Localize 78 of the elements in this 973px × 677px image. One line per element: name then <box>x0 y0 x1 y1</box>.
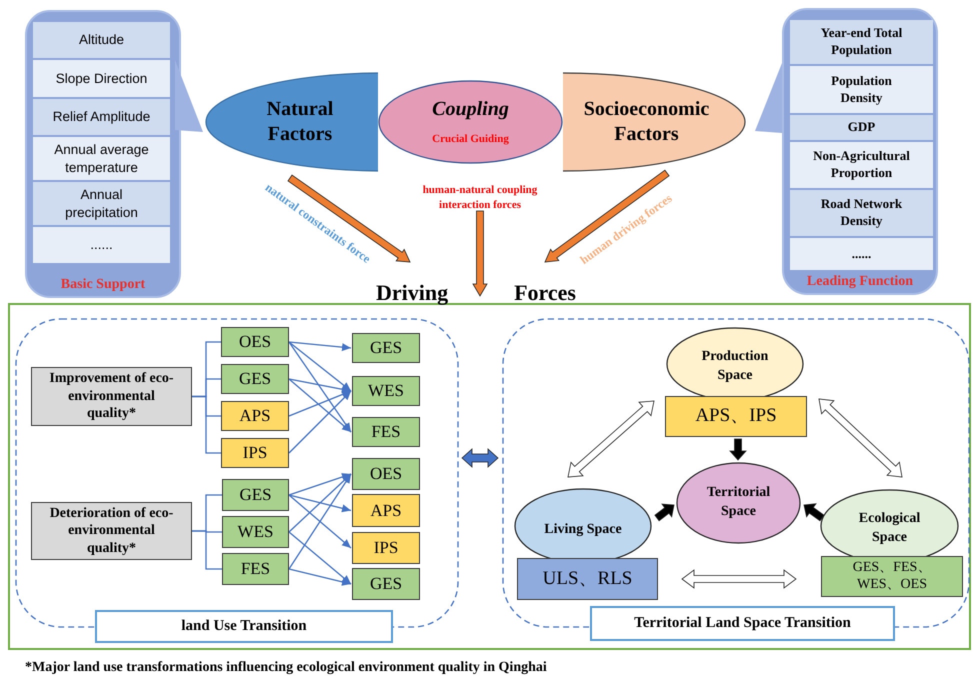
arrow <box>729 438 747 461</box>
arrow <box>654 504 674 522</box>
arrow <box>544 170 670 262</box>
factor-row: Annual average temperature <box>33 137 170 180</box>
arrow <box>288 474 352 570</box>
arrow <box>288 342 352 432</box>
arrow <box>288 532 352 584</box>
factor-row: Slope Direction <box>33 60 170 97</box>
category-box: IPS <box>352 532 420 564</box>
space-ellipse <box>676 462 801 544</box>
arrow <box>804 503 825 522</box>
node-label: Territorial Space <box>706 484 772 521</box>
category-box: GES <box>352 568 420 600</box>
edge-label: human-natural coupling interaction forces <box>422 183 538 213</box>
heading-text: Forces <box>514 282 576 304</box>
category-box: WES <box>352 376 420 406</box>
factor-row: ...... <box>33 227 170 263</box>
category-box: FES <box>222 553 289 585</box>
arrow <box>288 494 352 512</box>
category-box: WES <box>222 516 289 548</box>
node-label: Crucial Guiding <box>432 132 509 147</box>
arrow <box>288 390 352 454</box>
arrow <box>288 473 352 496</box>
arrow <box>461 448 499 468</box>
callout-panel <box>755 8 940 295</box>
category-box: GES <box>221 364 289 394</box>
factor-row: Road Network Density <box>790 190 933 236</box>
factor-row: GDP <box>790 115 933 140</box>
callout-panel <box>25 10 205 298</box>
region-title: Territorial Land Space Transition <box>590 606 895 641</box>
arrow <box>288 390 352 417</box>
category-box: OES <box>352 458 420 490</box>
heading-text: Driving <box>376 282 448 304</box>
category-box: GES <box>352 333 420 363</box>
factor-row: ...... <box>790 238 933 270</box>
node-label: Socioeconomic Factors <box>582 97 710 147</box>
factor-row: Population Density <box>790 66 933 113</box>
node-label: Coupling <box>432 96 509 121</box>
arrow <box>288 342 352 392</box>
arrow <box>287 174 411 262</box>
node-label: Production Space <box>700 348 770 385</box>
node-label: Natural Factors <box>266 97 334 147</box>
transition-box: Deterioration of eco-environmental quality* <box>31 502 192 560</box>
factor-row: Non-Agricultural Proportion <box>790 142 933 188</box>
category-box: FES <box>352 417 420 447</box>
factor-row: Year-end Total Population <box>790 20 933 64</box>
bracket-line <box>192 530 222 570</box>
transition-box: Improvement of eco-environmental quality* <box>31 367 192 426</box>
category-box: APS、IPS <box>665 396 807 437</box>
factor-row: Relief Amplitude <box>33 99 170 135</box>
arrow <box>288 474 352 532</box>
arrow <box>288 341 352 352</box>
arrow <box>818 398 902 478</box>
dashed-region <box>15 318 459 645</box>
panel-caption: Leading Function <box>806 273 914 291</box>
category-box: OES <box>221 327 289 357</box>
bracket-line <box>192 396 221 454</box>
region-title: land Use Transition <box>95 610 393 643</box>
node-label: Living Space <box>544 520 622 539</box>
panel-caption: Basic Support <box>60 276 146 294</box>
coupling-ellipse <box>378 80 563 164</box>
factor-row: Annual precipitation <box>33 182 170 225</box>
node-label: Ecological Space <box>858 510 922 547</box>
category-box: GES、FES、WES、OES <box>821 556 963 597</box>
arrow <box>472 210 488 297</box>
category-box: ULS、RLS <box>517 558 658 600</box>
category-box: APS <box>221 401 289 431</box>
arrow <box>288 378 352 394</box>
factor-row: Altitude <box>33 22 170 58</box>
category-box: IPS <box>221 438 289 468</box>
category-box: GES <box>222 479 289 511</box>
arrow <box>288 378 352 432</box>
arrow <box>288 568 352 586</box>
arrow <box>681 569 797 589</box>
caption: *Major land use transformations influencing ecological environment quality in Qinghai <box>25 659 547 677</box>
arrow <box>568 400 654 478</box>
category-box: APS <box>352 494 420 527</box>
arrow <box>288 494 352 548</box>
